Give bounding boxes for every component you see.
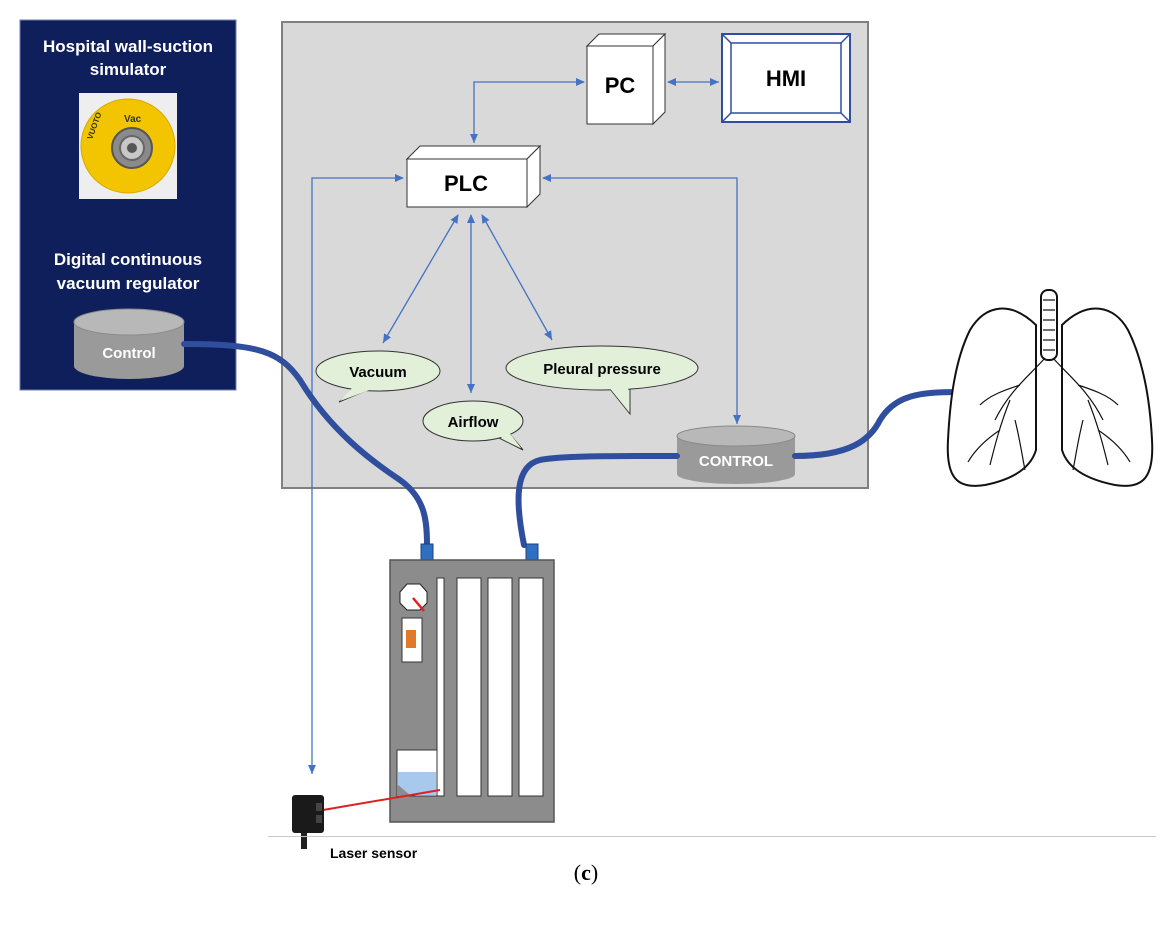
bubble-pleural-label: Pleural pressure (543, 361, 661, 378)
pc-box: PC (585, 32, 667, 126)
caption-letter: c (581, 860, 591, 885)
caption-close: ) (590, 860, 599, 885)
left-panel-title-line1: Hospital wall-suction (43, 37, 213, 56)
caption-rule (268, 836, 1156, 837)
arrow-pc-plc (470, 78, 585, 143)
control-label-right: CONTROL (699, 453, 773, 470)
control-label-left: Control (102, 345, 155, 362)
chest-drainage-unit (389, 543, 555, 823)
pc-label: PC (605, 73, 636, 98)
photo-vac-text: Vac (124, 114, 142, 125)
regulator-label-line2: vacuum regulator (57, 274, 200, 293)
plc-box: PLC (405, 144, 542, 209)
left-panel-title-line2: simulator (90, 60, 167, 79)
tube-regulator-to-drain (181, 341, 430, 548)
tube-control-to-lung (792, 389, 961, 459)
hmi-box: HMI (721, 33, 851, 123)
figure-caption: (c) (0, 860, 1172, 886)
bubble-vacuum: Vacuum (315, 350, 441, 403)
caption-open: ( (573, 860, 582, 885)
hmi-label: HMI (766, 66, 806, 91)
plc-label: PLC (444, 171, 488, 196)
bubble-pleural: Pleural pressure (505, 345, 699, 416)
arrow-laser-plc (308, 174, 404, 774)
control-cylinder-left: Control (73, 308, 185, 379)
arrow-plc-pleural (481, 214, 553, 341)
laser-sensor-label: Laser sensor (330, 845, 418, 861)
bubble-vacuum-label: Vacuum (349, 364, 407, 381)
control-cylinder-right: CONTROL (676, 425, 796, 484)
regulator-label-line1: Digital continuous (54, 250, 202, 269)
bubble-airflow-label: Airflow (448, 414, 499, 431)
lungs-illustration (946, 289, 1154, 487)
wall-suction-photo: Vac VUOTO (79, 93, 177, 199)
arrow-plc-vacuum (382, 214, 459, 344)
arrow-plc-control (542, 174, 741, 424)
laser-sensor: Laser sensor (292, 789, 441, 861)
tube-control-to-drain (515, 453, 680, 548)
bubble-airflow: Airflow (422, 400, 524, 451)
